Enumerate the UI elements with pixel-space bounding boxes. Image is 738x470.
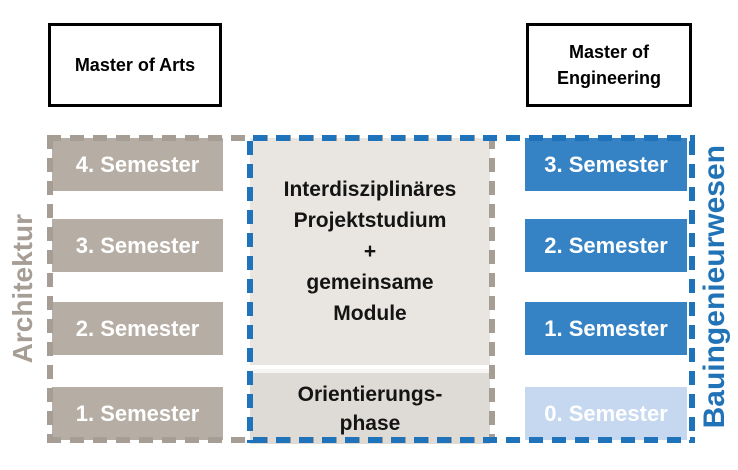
master-of-arts-label: Master of Arts — [74, 55, 196, 75]
interdisciplinary-project-box: Interdisziplinäres Projektstudium + geme… — [250, 138, 490, 365]
architektur-semester-3-box: 3. Semester — [52, 219, 223, 272]
master-of-engineering-label: Master of Engineering — [556, 42, 661, 88]
bauingenieurwesen-semester-3-label: 3. Semester — [544, 151, 668, 177]
architektur-semester-3-label: 3. Semester — [75, 232, 200, 258]
interdisciplinary-project-label: Interdisziplinäres Projektstudium + geme… — [283, 178, 457, 325]
architektur-side-label-text: Architektur — [7, 214, 38, 364]
architektur-side-label: Architektur — [0, 135, 46, 443]
bauingenieurwesen-semester-0-box: 0. Semester — [525, 387, 687, 440]
master-of-arts-box: Master of Arts — [48, 23, 222, 107]
architektur-semester-4-label: 4. Semester — [75, 151, 200, 177]
bauingenieurwesen-semester-1-box: 1. Semester — [525, 302, 687, 355]
architektur-semester-2-label: 2. Semester — [75, 315, 200, 341]
orientation-phase-box: Orientierungs- phase — [250, 369, 490, 444]
bauingenieurwesen-semester-0-label: 0. Semester — [544, 400, 668, 426]
bauingenieurwesen-semester-2-box: 2. Semester — [525, 219, 687, 272]
architektur-semester-1-label: 1. Semester — [75, 400, 200, 426]
bauingenieurwesen-side-label: Bauingenieurwesen — [692, 131, 738, 443]
architektur-semester-1-box: 1. Semester — [52, 387, 223, 440]
master-of-engineering-box: Master of Engineering — [526, 23, 692, 107]
architektur-semester-4-box: 4. Semester — [52, 138, 223, 191]
bauingenieurwesen-semester-1-label: 1. Semester — [544, 315, 668, 341]
bauingenieurwesen-semester-2-label: 2. Semester — [544, 232, 668, 258]
orientation-phase-label: Orientierungs- phase — [297, 382, 443, 435]
bauingenieurwesen-semester-3-box: 3. Semester — [525, 138, 687, 191]
architektur-semester-2-box: 2. Semester — [52, 302, 223, 355]
bauingenieurwesen-side-label-text: Bauingenieurwesen — [698, 145, 731, 429]
